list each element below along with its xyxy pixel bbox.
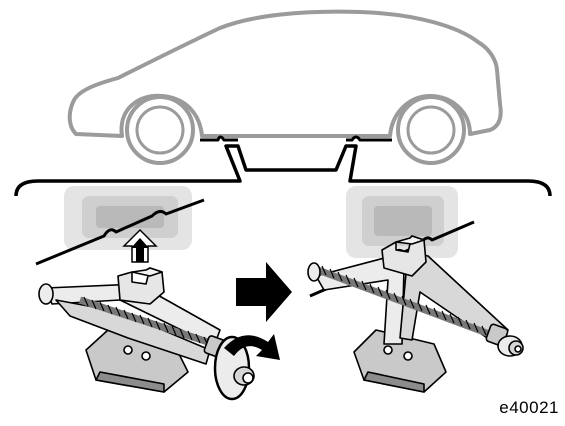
car-outline [67,9,503,138]
arrow-right-icon [236,262,292,322]
jack-screw-raised [316,265,502,342]
jack-screw [78,296,222,350]
sill-shadow-right [346,186,458,258]
sill-shadow-left [64,186,192,250]
figure-code: e40021 [499,398,559,417]
scissor-jack-raised [307,235,524,393]
scissor-jack-lowered [38,267,255,401]
jack-point-markers [200,135,392,142]
car-wheels [125,95,466,165]
sill-edge-left [35,198,205,266]
rotate-clockwise-icon [224,334,280,360]
callout-bracket [14,144,552,197]
car-body [67,9,503,138]
arrow-up-icon [122,228,158,263]
